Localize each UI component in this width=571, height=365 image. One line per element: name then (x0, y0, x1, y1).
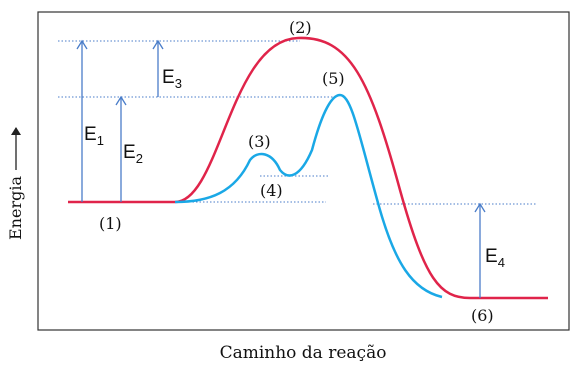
x-axis-label: Caminho da reação (220, 343, 387, 363)
energy-arrows (76, 39, 486, 298)
y-axis-label-group: Energia (6, 127, 25, 240)
point-label-5: (5) (322, 69, 345, 88)
point-label-6: (6) (471, 306, 494, 325)
guide-lines (58, 40, 536, 205)
point-label-1: (1) (99, 214, 122, 233)
arrow-e2-head (115, 95, 127, 106)
y-axis-label: Energia (6, 176, 25, 240)
uncatalyzed-curve (68, 36, 548, 300)
energy-label-e4: E4 (485, 246, 505, 270)
point-label-2: (2) (289, 18, 312, 37)
catalyzed-curve (174, 93, 443, 299)
arrow-e3-head (152, 39, 164, 50)
arrow-e4-head (474, 202, 486, 213)
plot-frame (37, 11, 570, 331)
energy-label-e2: E2 (123, 142, 143, 166)
point-label-3: (3) (248, 132, 271, 151)
arrow-e1-head (76, 39, 88, 50)
point-label-4: (4) (260, 181, 283, 200)
energy-label-e3: E3 (162, 67, 182, 91)
y-axis-arrow-head (11, 127, 21, 135)
energy-label-e1: E1 (84, 124, 104, 148)
